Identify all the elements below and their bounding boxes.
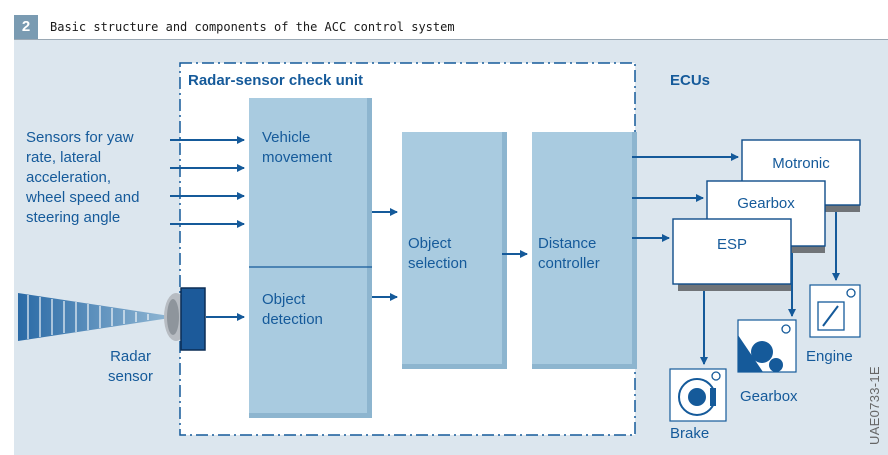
object-detection-line: detection [262, 311, 323, 328]
radar-sensor-label: Radar sensor [108, 347, 153, 387]
object-detection-label: Object detection [262, 290, 323, 330]
vehicle-movement-line: movement [262, 149, 333, 166]
sensors-label-line: rate, lateral [26, 149, 102, 166]
ecu-esp-label: ESP [716, 236, 747, 253]
vehicle-movement-label: Vehicle movement [262, 128, 332, 168]
radar-beam [18, 293, 170, 341]
object-selection-line: selection [408, 255, 468, 272]
engine-icon [809, 284, 861, 338]
figure-header: 2 Basic structure and components of the … [0, 0, 888, 40]
figure-code: UAE0733-1E [867, 366, 882, 445]
ecu-esp-box [672, 218, 792, 291]
sensors-label-line: wheel speed and [26, 189, 140, 206]
ecus-label: ECUs [670, 72, 711, 89]
distance-controller-line: Distance [538, 235, 597, 252]
gearbox-actuator-icon [737, 319, 797, 373]
distance-controller-label: Distance controller [538, 234, 600, 274]
sensor-arrows [170, 136, 739, 321]
block-object-selection [402, 132, 507, 369]
block-distance-controller [532, 132, 637, 369]
figure-number: 2 [14, 15, 38, 39]
radar-label-line: Radar [110, 348, 151, 365]
object-detection-line: Object [262, 291, 306, 308]
radar-label-line: sensor [108, 368, 154, 385]
sensors-label-line: Sensors for yaw [26, 129, 134, 146]
header-divider [14, 39, 888, 40]
brake-icon [669, 368, 727, 422]
ecu-gearbox-label: Gearbox [737, 195, 795, 212]
ecu-motronic-label: Motronic [772, 155, 830, 172]
sensors-label: Sensors for yaw rate, lateral accelerati… [26, 128, 139, 228]
object-selection-label: Object selection [408, 234, 467, 274]
radar-sensor-icon [164, 287, 206, 351]
engine-label: Engine [806, 348, 853, 365]
sensors-label-line: steering angle [26, 209, 121, 226]
object-selection-line: Object [408, 235, 452, 252]
gearbox-actuator-label: Gearbox [740, 388, 798, 405]
block-vehicle-object [249, 98, 372, 418]
figure-title: Basic structure and components of the AC… [50, 20, 455, 34]
vehicle-movement-line: Vehicle [262, 129, 311, 146]
brake-label: Brake [670, 425, 710, 442]
distance-controller-line: controller [538, 255, 600, 272]
actuator-arrows [700, 212, 840, 365]
sensors-label-line: acceleration, [26, 169, 112, 186]
check-unit-label: Radar-sensor check unit [188, 72, 364, 89]
